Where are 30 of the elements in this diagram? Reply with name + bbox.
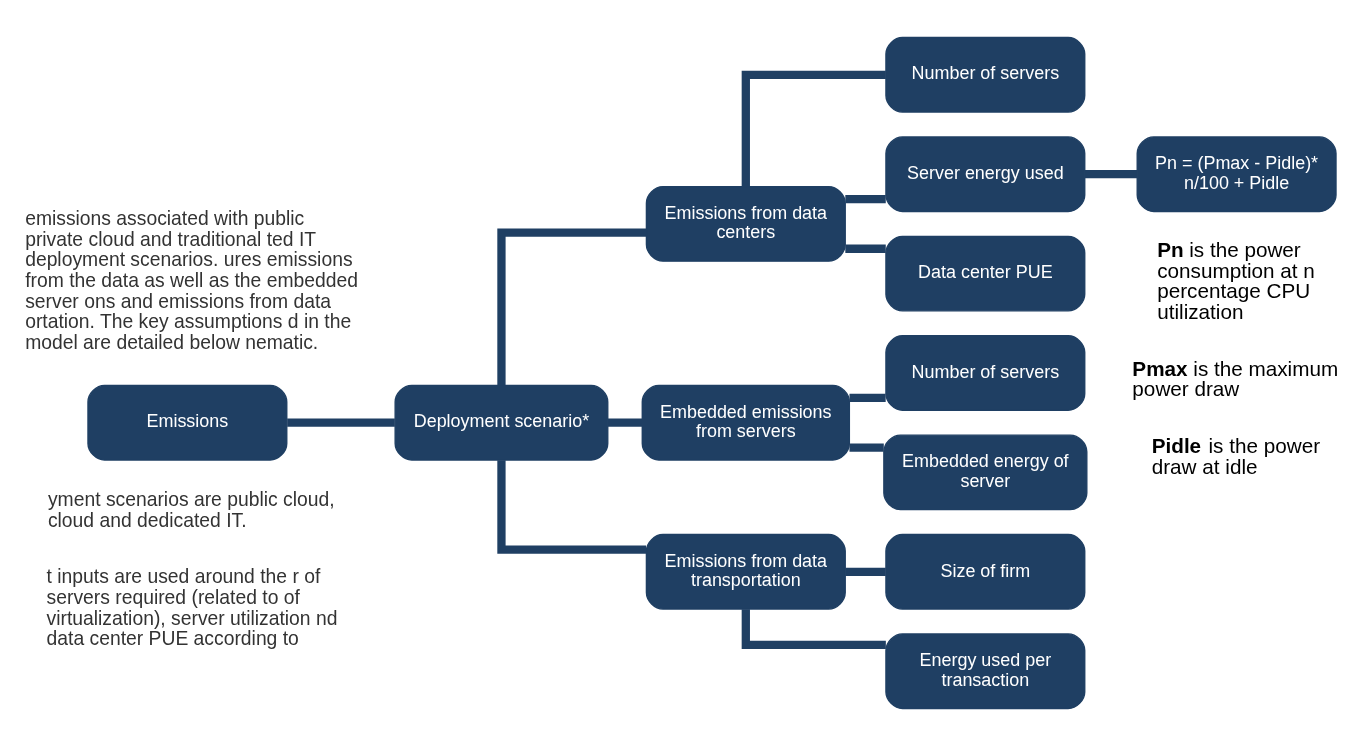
- node-box: Emissions from data centers: [645, 185, 846, 262]
- connector: [741, 70, 886, 187]
- label: Pidle is the power draw at idle: [1151, 434, 1321, 478]
- connector: [849, 393, 886, 402]
- node-box: Energy used per transaction: [885, 633, 1086, 710]
- connector: [1085, 170, 1138, 179]
- connector: [845, 194, 886, 204]
- node-box: Emissions from data transportation: [645, 533, 846, 610]
- connector: [497, 228, 647, 386]
- connector: [607, 418, 642, 427]
- node-box: Server energy used: [885, 136, 1086, 213]
- node-box: Size of firm: [885, 533, 1086, 610]
- node-box: Embedded emissions from servers: [641, 384, 851, 461]
- connector: [845, 567, 886, 576]
- connector: [497, 460, 647, 554]
- node-box: Pn = (Pmax - Pidle)* n/100 + Pidle: [1136, 136, 1337, 213]
- label: Pn is the power consumption at n percentage CPU utilization: [1157, 238, 1315, 324]
- connector: [849, 443, 884, 452]
- label: t inputs are used around the r of servers required (related to of virtualization), server utilization nd data center PUE according to: [46, 566, 338, 650]
- label: emissions associated with public private cloud and traditional ted IT deployment scenarios. ures emissions from the data as well as the embedded server ons and emissions from data ortation. The key assumptions d in the model are detailed below nematic.: [25, 207, 358, 354]
- label: yment scenarios are public cloud, cloud and dedicated IT.: [47, 488, 335, 531]
- connector: [845, 244, 886, 253]
- label: Pmax is the maximum power draw: [1132, 356, 1339, 401]
- connector: [287, 418, 395, 427]
- node-box: Data center PUE: [885, 235, 1086, 312]
- node-box: Number of servers: [885, 335, 1086, 411]
- node-box: Deployment scenario*: [394, 384, 609, 461]
- node-box: Embedded energy of server: [883, 434, 1088, 511]
- node-box: Emissions: [87, 384, 288, 461]
- node-box: Number of servers: [885, 36, 1086, 113]
